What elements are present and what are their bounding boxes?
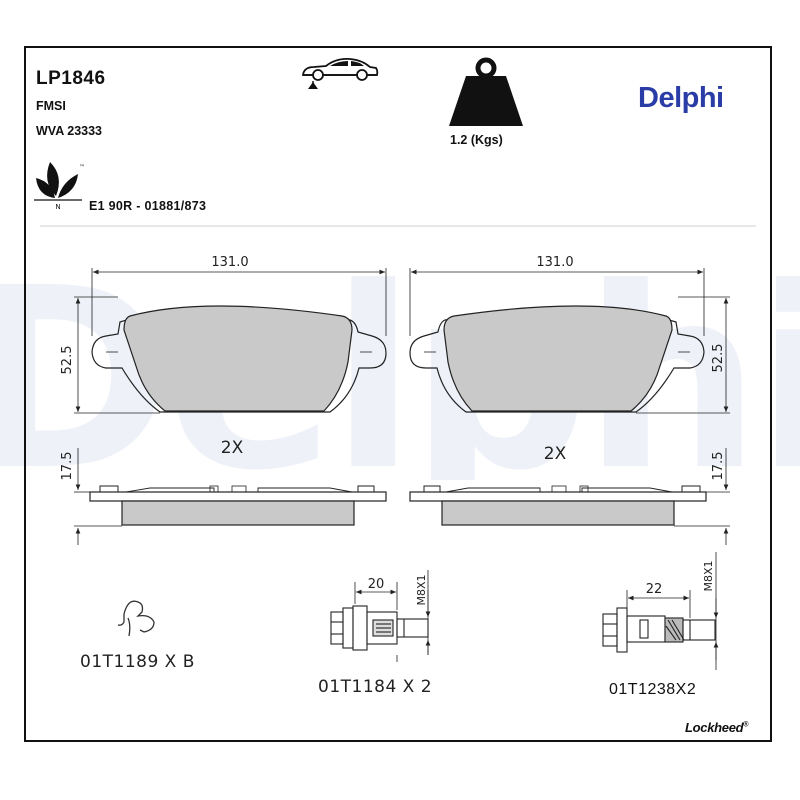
dim-height-right: 52.5	[711, 344, 726, 373]
bolt-large-icon	[602, 607, 716, 653]
pad-side-left	[89, 485, 387, 526]
brand-logo: Delphi	[638, 82, 724, 114]
clip-icon	[117, 600, 155, 637]
qty-left: 2X	[221, 438, 244, 458]
watermark: Delphi	[0, 270, 800, 480]
dim-height-left: 52.5	[60, 346, 75, 375]
eco-letter: N	[55, 203, 60, 211]
part-code: LP1846	[36, 68, 106, 89]
watermark-text: Delphi	[0, 270, 800, 480]
eco-trademark: ™	[79, 164, 84, 171]
pad-friction-right	[443, 305, 673, 412]
lockheed-logo: Lockheed®	[685, 720, 748, 735]
dim-thickness-left: 17.5	[60, 452, 75, 481]
bolt-large-part-number: 01T1238X2	[609, 681, 697, 698]
dim-width-right: 131.0	[536, 255, 573, 270]
bolt-small-part-number: 01T1184 X 2	[318, 677, 433, 697]
lockheed-text: Lockheed	[685, 720, 744, 735]
registered-mark: ®	[743, 721, 749, 729]
clip-part-number: 01T1189 X B	[80, 652, 195, 672]
pad-friction-left	[123, 305, 353, 412]
weight-icon	[449, 57, 523, 126]
brake-pad-right	[409, 305, 705, 413]
ece-approval: E1 90R - 01881/873	[89, 199, 207, 213]
dim-thickness-right: 17.5	[711, 452, 726, 481]
bolt-small-length: 20	[368, 577, 385, 592]
brake-pad-left	[91, 305, 387, 413]
qty-right: 2X	[544, 444, 567, 464]
weight-value: 1.2 (Kgs)	[450, 133, 503, 147]
wva-label: WVA 23333	[36, 124, 103, 138]
sheet-frame	[24, 46, 772, 742]
bolt-large-length: 22	[646, 582, 663, 597]
fmsi-label: FMSI	[36, 99, 66, 113]
bolt-small-thread: M8X1	[415, 574, 428, 605]
car-on-lift-icon	[301, 57, 379, 89]
eco-leaf-icon: N ™	[34, 162, 84, 211]
bolt-large-thread: M8X1	[702, 560, 715, 591]
bolt-small-icon	[330, 605, 429, 651]
pad-side-right	[409, 485, 707, 526]
dim-width-left: 131.0	[211, 255, 248, 270]
